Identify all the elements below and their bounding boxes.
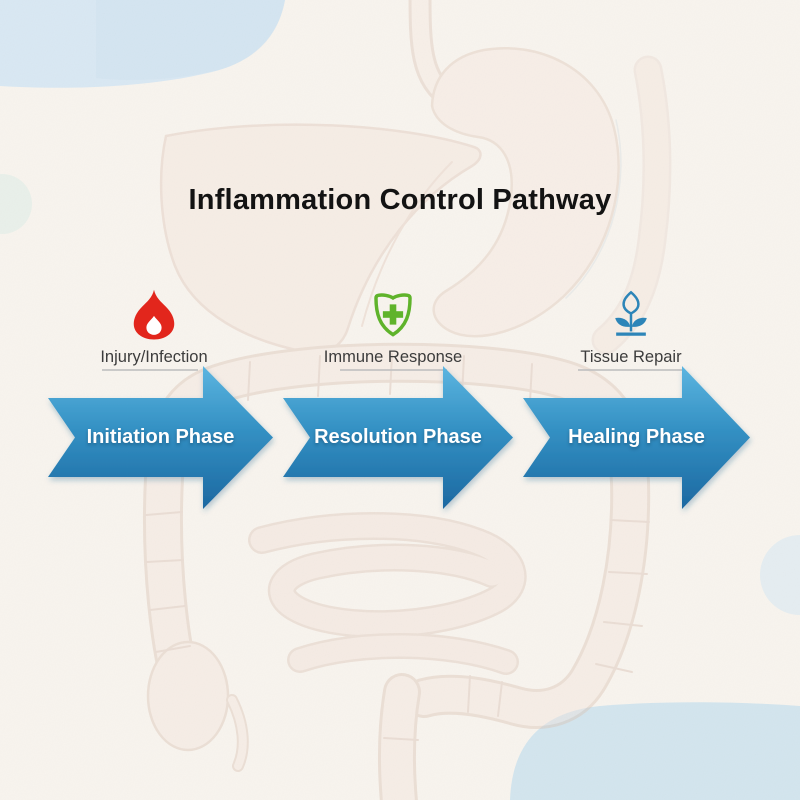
- stage-tissue-repair: Tissue Repair: [531, 284, 731, 367]
- arrow-label-resolution: Resolution Phase: [314, 426, 482, 448]
- stage-label-injury-infection: Injury/Infection: [100, 348, 208, 366]
- arrow-healing-phase: [523, 366, 750, 509]
- stage-label-tissue-repair: Tissue Repair: [580, 348, 682, 366]
- stage-underline-2: [340, 369, 447, 371]
- stage-underline-3: [578, 369, 682, 371]
- stage-label-immune-response: Immune Response: [323, 348, 463, 366]
- arrow-label-initiation: Initiation Phase: [86, 426, 235, 448]
- stage-underline-1: [102, 369, 198, 371]
- shield-plus-icon: [374, 293, 412, 337]
- stage-immune-response: Immune Response: [293, 284, 493, 367]
- arrow-resolution-phase: [283, 366, 513, 509]
- arrow-initiation-phase: [48, 366, 273, 509]
- sprout-icon: [615, 290, 647, 336]
- stage-injury-infection: Injury/Infection: [54, 284, 254, 367]
- flame-icon: [133, 289, 175, 340]
- page-title: Inflammation Control Pathway: [188, 184, 612, 216]
- arrow-label-healing: Healing Phase: [568, 426, 705, 448]
